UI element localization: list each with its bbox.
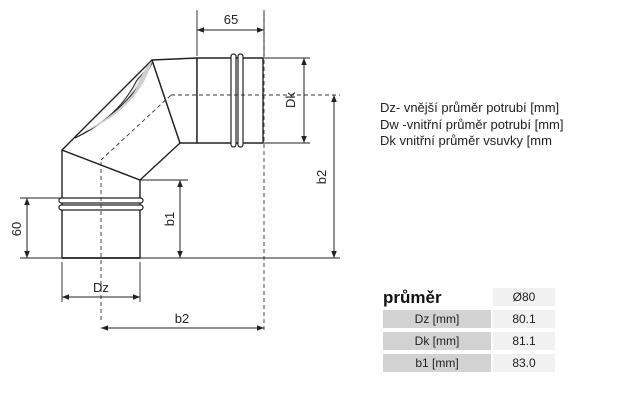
legend-item-dw: Dw -vnitřní průměr potrubí [mm] (380, 116, 564, 132)
dimension-lines (24, 27, 337, 331)
legend: Dz- vnější průměr potrubí [mm] Dw -vnitř… (380, 100, 564, 150)
elbow-body (61, 57, 264, 259)
top-bead (230, 53, 244, 148)
table-row-value: 81.1 (493, 332, 555, 350)
dim-left-height-label: 60 (9, 222, 24, 236)
dim-b2-horizontal-label: b2 (175, 311, 189, 326)
dim-dz-label: Dz (93, 280, 109, 295)
dim-dk-label: Dk (283, 92, 298, 108)
table-row-value: 83.0 (493, 354, 555, 372)
table-row-label: Dz [mm] (383, 310, 491, 328)
table-header-diameter: Ø80 (493, 288, 555, 306)
dim-top-width-label: 65 (224, 12, 238, 27)
dim-b1-label: b1 (162, 212, 177, 226)
center-lines (100, 18, 340, 333)
dim-b2-vertical-label: b2 (314, 170, 329, 184)
table-row-label: b1 [mm] (383, 354, 491, 372)
table-row-label: Dk [mm] (383, 332, 491, 350)
legend-item-dk: Dk vnitřní průměr vsuvky [mm (380, 133, 552, 148)
top-socket (196, 57, 264, 144)
legend-item-dz: Dz- vnější průměr potrubí [mm] (380, 100, 560, 115)
table-title: průměr (383, 288, 442, 307)
table-row-value: 80.1 (493, 310, 555, 328)
